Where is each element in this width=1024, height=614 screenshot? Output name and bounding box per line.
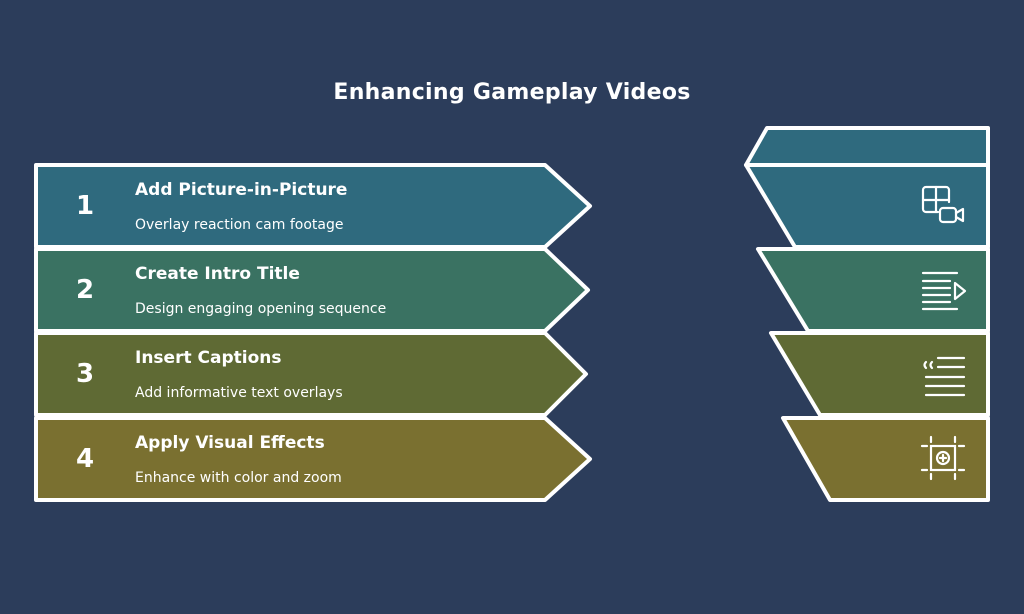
right-top-band [744,126,990,167]
quote-text-icon [923,356,966,397]
step-title: Apply Visual Effects [135,433,325,453]
step-number: 4 [76,444,95,474]
step-description: Enhance with color and zoom [135,470,342,486]
step-number: 1 [76,191,95,221]
step-number: 3 [76,359,95,389]
step-4: 4 Apply Visual Effects Enhance with colo… [36,418,556,500]
step-title: Insert Captions [135,348,282,368]
right-panel-4 [781,416,990,502]
picture-in-picture-camera-icon [921,185,965,224]
arrow-step-1 [34,163,592,249]
text-play-icon [921,271,967,311]
step-title: Create Intro Title [135,264,300,284]
arrow-step-3 [34,331,588,417]
step-1: 1 Add Picture-in-Picture Overlay reactio… [36,165,556,247]
step-description: Overlay reaction cam footage [135,217,344,233]
step-description: Design engaging opening sequence [135,301,387,317]
step-2: 2 Create Intro Title Design engaging ope… [36,249,556,331]
arrow-step-2 [34,247,590,333]
step-3: 3 Insert Captions Add informative text o… [36,333,556,415]
arrow-step-4 [34,416,592,502]
step-title: Add Picture-in-Picture [135,180,348,200]
step-number: 2 [76,275,95,305]
zoom-frame-icon [920,435,966,481]
diagram-title: Enhancing Gameplay Videos [333,80,691,105]
step-description: Add informative text overlays [135,385,343,401]
